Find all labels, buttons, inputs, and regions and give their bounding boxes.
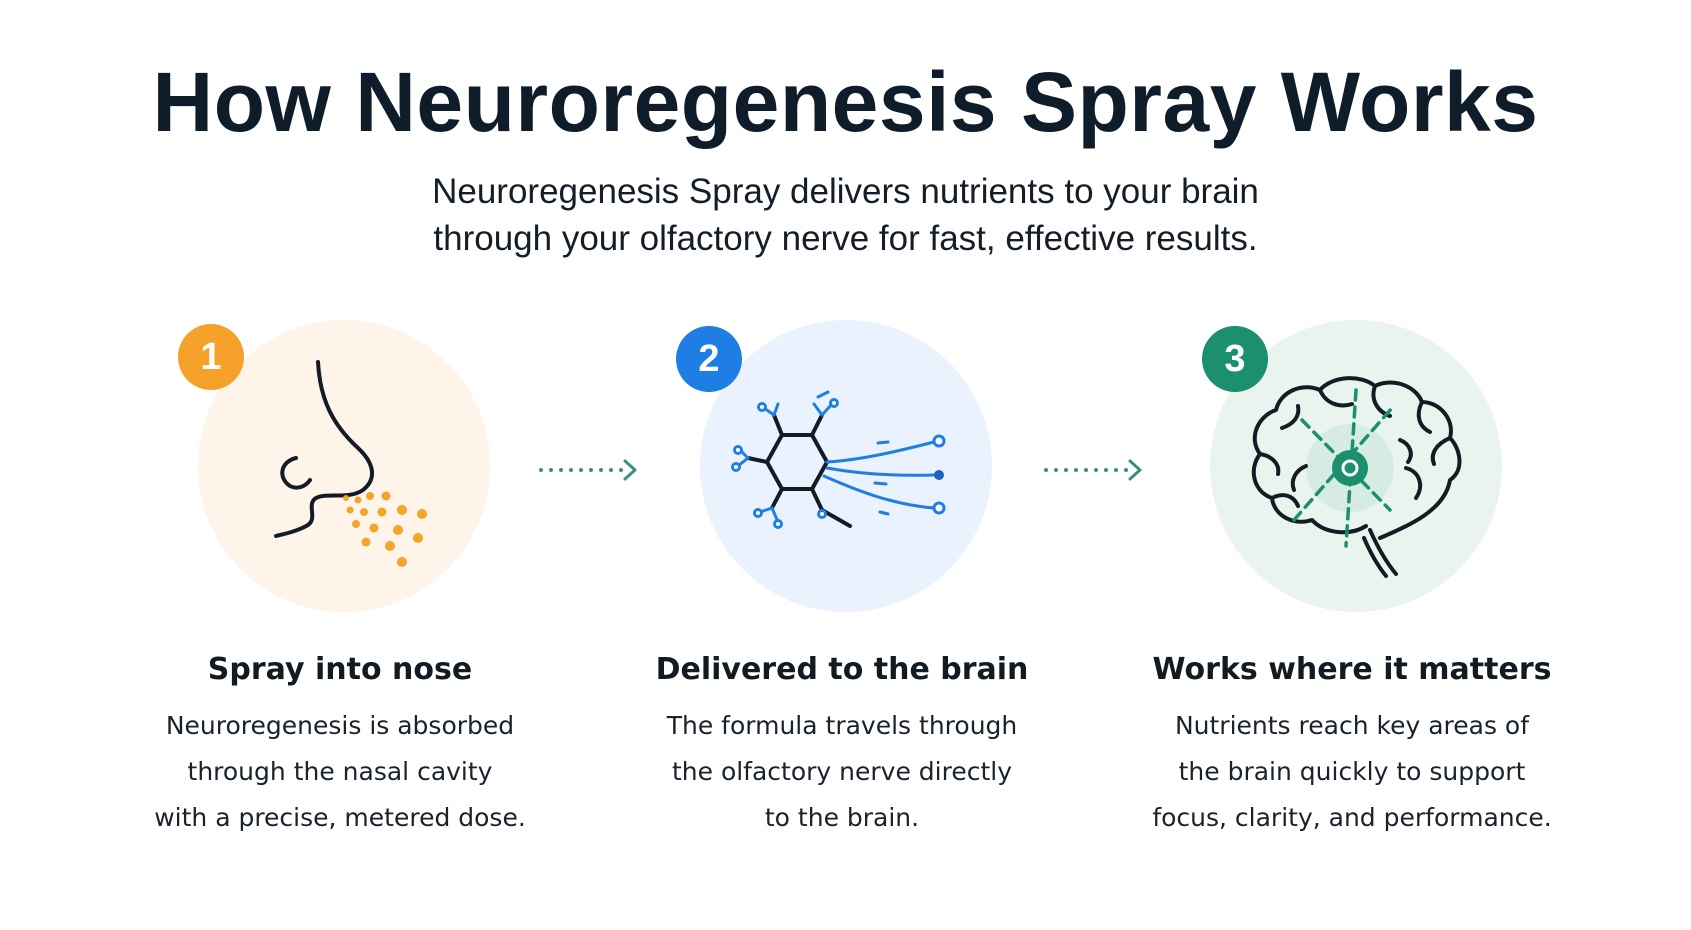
step-1-description: Neuroregenesis is absorbed through the n… xyxy=(110,703,570,841)
page-subtitle: Neuroregenesis Spray delivers nutrients … xyxy=(0,168,1691,262)
dotted-arrow-icon xyxy=(539,459,637,481)
step-1-description-line: Neuroregenesis is absorbed xyxy=(165,711,515,740)
step-1-description-line: through the nasal cavity xyxy=(187,757,493,786)
step-1-heading: Spray into nose xyxy=(207,652,473,687)
brain-target-icon xyxy=(1251,376,1462,578)
step-1-illustration xyxy=(198,320,490,612)
step-2-illustration xyxy=(700,320,992,612)
nose-spray-icon xyxy=(274,360,427,567)
step-2-description-line: to the brain. xyxy=(764,803,920,832)
molecule-nerve-icon xyxy=(731,390,946,529)
dotted-arrow-icon xyxy=(1044,459,1142,481)
step-3-description-line: the brain quickly to support xyxy=(1178,757,1526,786)
subtitle-line: Neuroregenesis Spray delivers nutrients … xyxy=(432,172,1259,211)
subtitle-line: through your olfactory nerve for fast, e… xyxy=(433,219,1258,258)
step-3-description-line: Nutrients reach key areas of xyxy=(1174,711,1530,740)
step-1-number-badge: 1 xyxy=(178,324,244,390)
step-2-description: The formula travels through the olfactor… xyxy=(612,703,1072,841)
step-2-description-line: The formula travels through xyxy=(666,711,1018,740)
step-1-description-line: with a precise, metered dose. xyxy=(154,803,526,832)
step-2-heading: Delivered to the brain xyxy=(655,652,1029,687)
step-3-heading: Works where it matters xyxy=(1152,652,1552,687)
step-3-number-badge: 3 xyxy=(1202,326,1268,392)
step-2-number-badge: 2 xyxy=(676,326,742,392)
step-3-description-line: focus, clarity, and performance. xyxy=(1152,803,1552,832)
page-title: How Neuroregenesis Spray Works xyxy=(152,55,1539,149)
step-3-description: Nutrients reach key areas of the brain q… xyxy=(1122,703,1582,841)
step-2-description-line: the olfactory nerve directly xyxy=(671,757,1013,786)
